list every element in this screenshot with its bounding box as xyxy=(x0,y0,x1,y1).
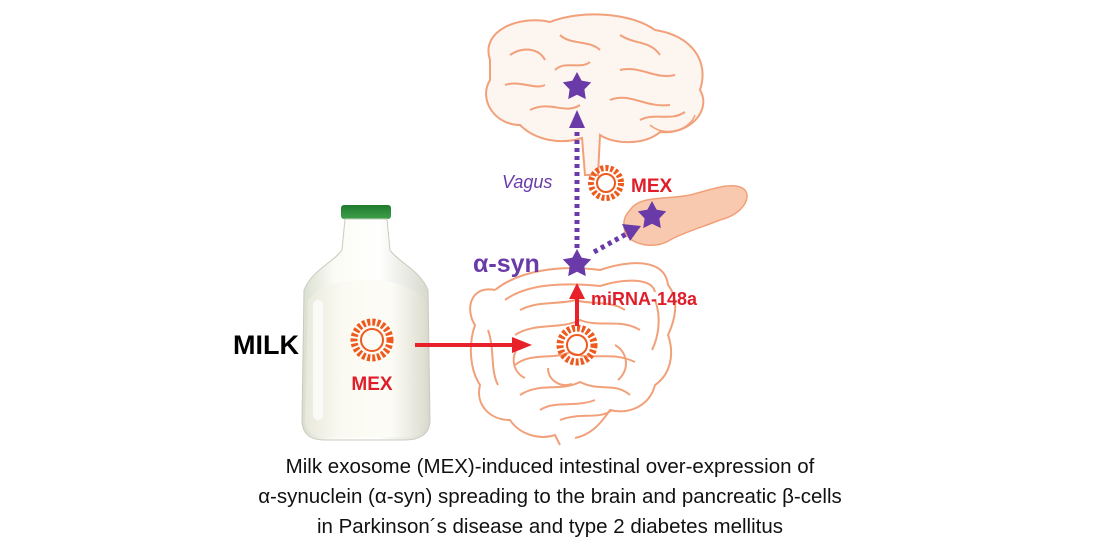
vagus-arrow xyxy=(569,110,585,248)
milk-bottle-icon xyxy=(301,205,431,441)
exosome-icon xyxy=(588,165,624,201)
mirna-arrow xyxy=(569,283,585,326)
caption-line: in Parkinson´s disease and type 2 diabet… xyxy=(316,515,784,538)
vagus-label: Vagus xyxy=(502,172,552,192)
brain-icon xyxy=(485,13,705,176)
exosome-icon xyxy=(350,318,394,362)
mirna-label: miRNA-148a xyxy=(591,289,698,309)
mex-bottle-label: MEX xyxy=(351,374,393,395)
mex-top-label: MEX xyxy=(631,176,673,197)
asyn-label: α-syn xyxy=(473,250,540,278)
caption-line: Milk exosome (MEX)-induced intestinal ov… xyxy=(285,455,815,478)
milk-label: MILK xyxy=(233,330,299,360)
bottle-cap xyxy=(341,205,391,219)
caption: Milk exosome (MEX)-induced intestinal ov… xyxy=(150,452,950,542)
milk-to-gut-arrow xyxy=(415,337,532,353)
caption-line: α-synuclein (α-syn) spreading to the bra… xyxy=(258,485,842,508)
pancreas-arrow xyxy=(592,224,641,255)
star-icon xyxy=(562,72,592,100)
star-icon xyxy=(562,249,592,277)
exosome-icon xyxy=(556,324,598,366)
pancreas-icon xyxy=(623,185,748,247)
intestine-icon xyxy=(469,262,677,446)
star-icon xyxy=(637,201,667,229)
